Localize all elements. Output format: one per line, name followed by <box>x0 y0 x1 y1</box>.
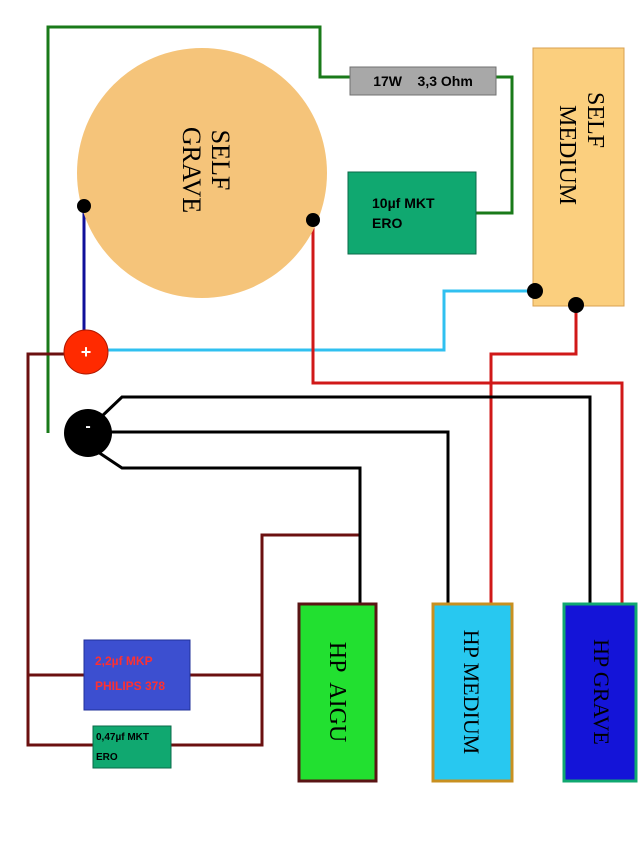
wire-red-grave <box>311 220 624 606</box>
resistor-body <box>349 66 497 96</box>
capacitor-2-2uf-body <box>83 639 191 711</box>
self-medium-label-line1: SELF <box>582 92 608 148</box>
wire-red-medium <box>489 305 578 606</box>
hp-aigu-label: HP AIGU <box>324 642 350 742</box>
wire-darkred-main <box>26 352 93 747</box>
capacitor-0-47uf: 0,47µf MKT ERO <box>92 725 172 769</box>
hp-medium-speaker: HP MEDIUM <box>431 602 514 783</box>
junction-dots <box>77 199 584 313</box>
capacitor-2-2uf-line2: PHILIPS 378 <box>95 679 165 693</box>
hp-grave-label: HP GRAVE <box>589 639 614 745</box>
capacitor-0-47uf-line1: 0,47µf MKT <box>96 732 149 743</box>
capacitor-2-2uf-line1: 2,2µf MKP <box>95 654 153 668</box>
resistor-label: 17W 3,3 Ohm <box>373 73 473 89</box>
red-wires <box>311 220 624 606</box>
minus-terminal: - <box>64 409 112 457</box>
capacitor-10uf-body <box>347 171 477 255</box>
self-medium-inductor: SELF MEDIUM <box>532 47 625 307</box>
plus-terminal: + <box>63 329 109 375</box>
hp-aigu-body <box>297 602 378 783</box>
green-wires <box>46 25 514 433</box>
black-wires <box>97 395 592 606</box>
resistor-17w: 17W 3,3 Ohm <box>349 66 497 96</box>
capacitor-10uf: 10µf MKT ERO <box>347 171 477 255</box>
minus-terminal-symbol: - <box>85 418 90 435</box>
wire-black-grave <box>98 395 592 606</box>
hp-medium-label: HP MEDIUM <box>459 630 484 754</box>
wire-black-aigu <box>97 450 362 606</box>
self-grave-label-line1: SELF <box>206 130 235 191</box>
wire-cyan <box>104 289 535 352</box>
capacitor-0-47uf-body <box>92 725 172 769</box>
self-medium-label-line2: MEDIUM <box>554 105 580 205</box>
wire-green-main <box>46 25 350 433</box>
self-medium-body <box>532 47 625 307</box>
capacitor-2-2uf: 2,2µf MKP PHILIPS 378 <box>83 639 191 711</box>
hp-aigu-speaker: HP AIGU <box>297 602 378 783</box>
hp-grave-body <box>562 602 638 783</box>
wire-darkred-047 <box>171 675 264 747</box>
plus-terminal-body <box>63 329 109 375</box>
junction-dot-grave-left <box>77 199 91 213</box>
self-grave-inductor: SELF GRAVE <box>77 48 327 298</box>
plus-terminal-symbol: + <box>81 342 92 362</box>
wire-green-resistor-to-cap <box>476 75 514 215</box>
capacitor-10uf-line2: ERO <box>372 215 402 231</box>
hp-grave-speaker: HP GRAVE <box>562 602 638 783</box>
self-grave-label-line2: GRAVE <box>177 127 206 213</box>
wire-black-medium <box>110 430 450 606</box>
capacitor-0-47uf-line2: ERO <box>96 752 118 763</box>
hp-medium-body <box>431 602 514 783</box>
junction-dot-medium-left <box>527 283 543 299</box>
capacitor-10uf-line1: 10µf MKT <box>372 195 435 211</box>
junction-dot-grave-right <box>306 213 320 227</box>
junction-dot-medium-right <box>568 297 584 313</box>
minus-terminal-body <box>64 409 112 457</box>
self-grave-body <box>77 48 327 298</box>
